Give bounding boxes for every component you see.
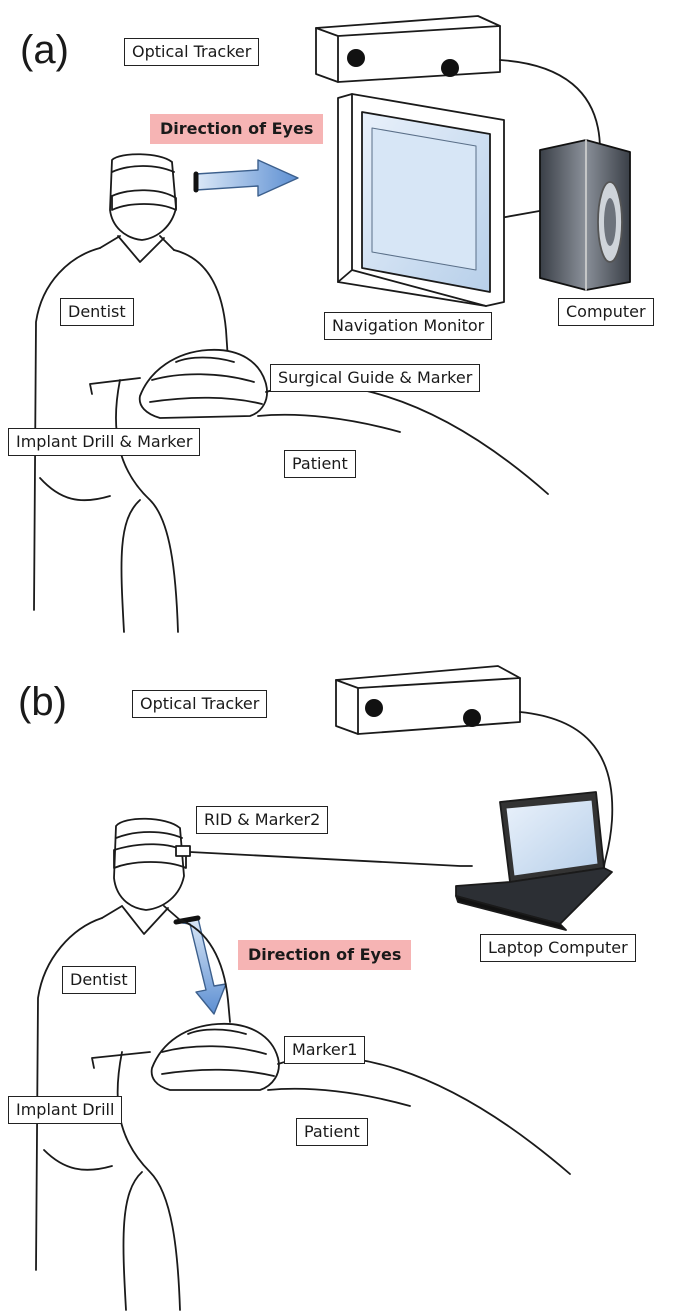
label-computer: Computer bbox=[558, 298, 654, 326]
label-optical-tracker-a: Optical Tracker bbox=[124, 38, 260, 66]
label-patient-b: Patient bbox=[296, 1118, 368, 1146]
label-dentist-a: Dentist bbox=[60, 298, 134, 326]
label-implant-drill: Implant Drill bbox=[8, 1096, 123, 1124]
dentist-figure-a bbox=[33, 153, 229, 633]
label-direction-of-eyes-b: Direction of Eyes bbox=[238, 940, 412, 970]
label-marker1: Marker1 bbox=[284, 1036, 366, 1064]
navigation-monitor-device bbox=[337, 93, 505, 307]
label-implant-drill-marker: Implant Drill & Marker bbox=[8, 428, 201, 456]
optical-tracker-device-b bbox=[335, 665, 521, 735]
label-patient-a: Patient bbox=[284, 450, 356, 478]
panel-letter-a: (a) bbox=[20, 28, 69, 72]
label-rid-marker2: RID & Marker2 bbox=[196, 806, 329, 834]
label-laptop-computer: Laptop Computer bbox=[480, 934, 636, 962]
panel-letter-b: (b) bbox=[18, 680, 67, 724]
label-direction-of-eyes-a: Direction of Eyes bbox=[150, 114, 324, 144]
gaze-arrow-b bbox=[175, 917, 227, 1015]
optical-tracker-device-a bbox=[315, 15, 501, 83]
label-surgical-guide-marker: Surgical Guide & Marker bbox=[270, 364, 481, 392]
gaze-arrow-a bbox=[195, 159, 299, 197]
laptop-device bbox=[455, 791, 613, 931]
label-navigation-monitor: Navigation Monitor bbox=[324, 312, 493, 340]
label-dentist-b: Dentist bbox=[62, 966, 136, 994]
label-optical-tracker-b: Optical Tracker bbox=[132, 690, 268, 718]
computer-tower bbox=[539, 139, 631, 291]
